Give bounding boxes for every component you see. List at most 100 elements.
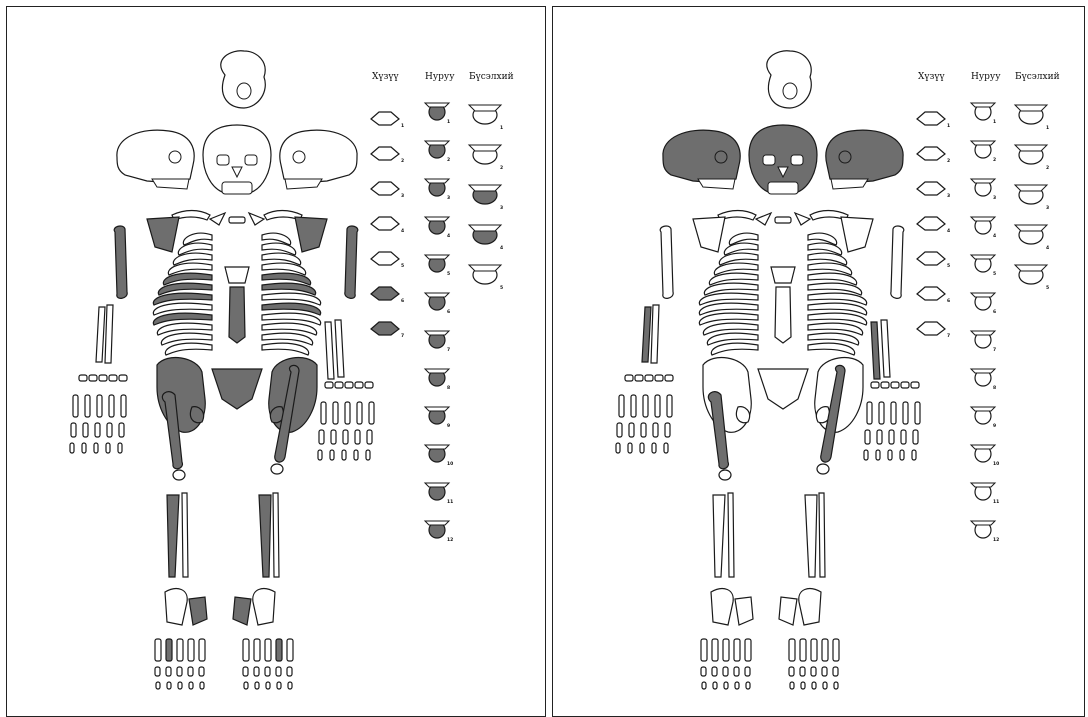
- thoracic-number-5: 5: [993, 271, 996, 277]
- carpal-left-1: [625, 375, 633, 381]
- carpal-right-4: [901, 382, 909, 388]
- tibia-left: [713, 495, 725, 577]
- cervical-number-1: 1: [947, 123, 950, 129]
- carpal-right-4: [355, 382, 363, 388]
- calcaneus-left: [165, 589, 187, 625]
- finger-left-1: [71, 423, 76, 437]
- header-thoracic: Нуруу: [971, 72, 1001, 82]
- hyoid-right: [249, 213, 264, 225]
- mandible-left: [152, 179, 189, 189]
- phalanx-right-1: [243, 667, 248, 676]
- cervical-vertebra-6: [917, 287, 945, 300]
- tibia-left: [167, 495, 179, 577]
- cervical-number-7: 7: [401, 333, 404, 339]
- cervical-vertebra-3: [371, 182, 399, 195]
- fingertip-left-4: [652, 443, 656, 453]
- thoracic-number-2: 2: [447, 157, 450, 163]
- cervical-vertebra-2: [371, 147, 399, 160]
- lumbar-process-1: [1015, 105, 1047, 111]
- lumbar-number-3: 3: [500, 205, 503, 211]
- ulna-left: [105, 305, 113, 363]
- radius-right: [871, 322, 880, 379]
- talus-right: [233, 597, 251, 625]
- radius-left: [642, 307, 651, 362]
- patella-left: [173, 470, 185, 480]
- distal-phalanx-left-5: [746, 682, 750, 689]
- talus-left: [189, 597, 207, 625]
- phalanx-right-4: [822, 667, 827, 676]
- metatarsal-right-2: [800, 639, 806, 661]
- cervical-vertebra-6: [371, 287, 399, 300]
- thoracic-number-4: 4: [447, 233, 450, 239]
- distal-phalanx-left-3: [724, 682, 728, 689]
- scapula-left: [147, 217, 179, 252]
- metacarpal-left-1: [73, 395, 78, 417]
- hyoid-left: [756, 213, 771, 225]
- metatarsal-right-1: [243, 639, 249, 661]
- metacarpal-right-1: [321, 402, 326, 424]
- metatarsal-left-2: [166, 639, 172, 661]
- skeleton-svg-right: ХүзүүНурууБүсэлхий1234567123456789101112…: [553, 7, 1085, 717]
- humerus-left: [114, 226, 127, 298]
- thoracic-number-6: 6: [993, 309, 996, 315]
- rib-right-12: [262, 343, 309, 355]
- metatarsal-left-3: [723, 639, 729, 661]
- distal-phalanx-left-4: [189, 682, 193, 689]
- finger-right-3: [889, 430, 894, 444]
- fingertip-right-5: [912, 450, 916, 460]
- phalanx-left-3: [723, 667, 728, 676]
- thoracic-process-10: [971, 445, 995, 449]
- thoracic-number-1: 1: [993, 119, 996, 125]
- phalanx-right-3: [811, 667, 816, 676]
- carpal-left-2: [635, 375, 643, 381]
- thoracic-process-7: [425, 331, 449, 335]
- cervical-number-2: 2: [947, 158, 950, 164]
- metatarsal-right-3: [265, 639, 271, 661]
- metatarsal-left-1: [155, 639, 161, 661]
- distal-phalanx-right-2: [801, 682, 805, 689]
- mandible-right: [831, 179, 868, 189]
- metacarpal-left-4: [655, 395, 660, 417]
- fibula-right: [273, 493, 279, 577]
- finger-right-4: [355, 430, 360, 444]
- hyoid-body: [775, 217, 791, 223]
- patella-right: [817, 464, 829, 474]
- fingertip-left-2: [82, 443, 86, 453]
- cervical-number-3: 3: [401, 193, 404, 199]
- scapula-right: [841, 217, 873, 252]
- thoracic-number-8: 8: [447, 385, 450, 391]
- metatarsal-left-5: [745, 639, 751, 661]
- fingertip-left-2: [628, 443, 632, 453]
- finger-left-5: [119, 423, 124, 437]
- carpal-right-2: [881, 382, 889, 388]
- lumbar-process-5: [1015, 265, 1047, 271]
- thoracic-number-2: 2: [993, 157, 996, 163]
- hyoid-right: [795, 213, 810, 225]
- talus-left: [735, 597, 753, 625]
- metatarsal-left-3: [177, 639, 183, 661]
- metatarsal-left-1: [701, 639, 707, 661]
- carpal-left-3: [645, 375, 653, 381]
- carpal-left-2: [89, 375, 97, 381]
- thoracic-number-1: 1: [447, 119, 450, 125]
- finger-left-1: [617, 423, 622, 437]
- lumbar-number-2: 2: [1046, 165, 1049, 171]
- thoracic-process-1: [425, 103, 449, 107]
- sternum-body: [775, 287, 791, 343]
- fingertip-left-5: [664, 443, 668, 453]
- patella-right: [271, 464, 283, 474]
- hyoid-body: [229, 217, 245, 223]
- lumbar-number-2: 2: [500, 165, 503, 171]
- distal-phalanx-right-4: [823, 682, 827, 689]
- metatarsal-right-4: [276, 639, 282, 661]
- fingertip-right-2: [876, 450, 880, 460]
- fingertip-right-1: [318, 450, 322, 460]
- metatarsal-right-3: [811, 639, 817, 661]
- cervical-vertebra-1: [371, 112, 399, 125]
- fibula-right: [819, 493, 825, 577]
- distal-phalanx-left-4: [735, 682, 739, 689]
- metatarsal-left-4: [188, 639, 194, 661]
- manubrium: [225, 267, 249, 283]
- distal-phalanx-right-2: [255, 682, 259, 689]
